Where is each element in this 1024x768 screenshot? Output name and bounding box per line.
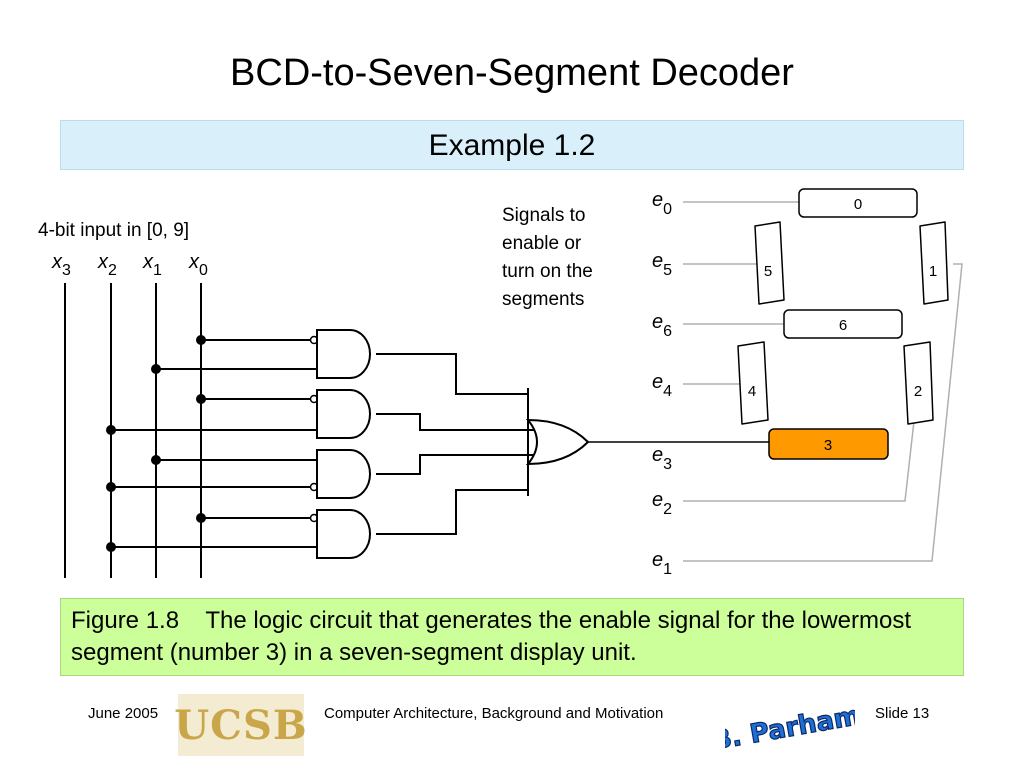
svg-text:2: 2 (914, 383, 922, 400)
figure-number: Figure 1.8 (71, 607, 180, 634)
input-x3-label: x3 (51, 251, 71, 279)
svg-text:4: 4 (748, 383, 756, 400)
enable-e3-label: e3 (652, 444, 672, 473)
and-gate-3 (316, 449, 371, 499)
and-gate-4 (316, 509, 371, 559)
author-logo: B. Parhami (725, 699, 855, 757)
enable-e6-label: e6 (652, 311, 672, 340)
input-x0-label: x0 (188, 251, 208, 279)
svg-text:B. Parhami: B. Parhami (725, 699, 855, 756)
enable-wires (683, 201, 963, 562)
footer-slide-number: Slide 13 (875, 705, 930, 722)
and-gates (316, 329, 371, 559)
input-label: 4-bit input in [0, 9] (38, 220, 189, 241)
footer-course: Computer Architecture, Background and Mo… (324, 705, 664, 722)
and-gate-2 (316, 389, 371, 439)
junction-dots (106, 335, 206, 552)
svg-text:0: 0 (854, 196, 862, 213)
or-gate (525, 418, 590, 466)
segment-6: 6 (783, 309, 903, 339)
footer-date: June 2005 (88, 705, 159, 722)
figure-text: The logic circuit that generates the ena… (71, 607, 912, 666)
and-gate-1 (316, 329, 371, 379)
svg-text:3: 3 (824, 437, 832, 454)
svg-text:1: 1 (929, 263, 937, 280)
input-x2-label: x2 (97, 251, 117, 279)
logic-circuit-diagram: 4-bit input in [0, 9] x3 x2 x1 x0 (38, 188, 963, 578)
seven-segment-display: 0 5 1 6 4 2 3 (737, 188, 949, 460)
ucsb-logo: UCSB (174, 694, 307, 756)
signals-note: Signals to enable or turn on the segment… (502, 205, 598, 310)
input-x1-label: x1 (142, 251, 162, 279)
segment-1: 1 (919, 221, 949, 305)
example-banner: Example 1.2 (60, 120, 964, 170)
enable-e5-label: e5 (652, 250, 672, 279)
enable-e0-label: e0 (652, 189, 672, 218)
segment-5: 5 (754, 221, 785, 305)
enable-e4-label: e4 (652, 371, 672, 400)
figure-caption: Figure 1.8 The logic circuit that genera… (60, 598, 964, 676)
svg-text:6: 6 (839, 317, 847, 334)
segment-3-highlighted: 3 (768, 428, 889, 460)
slide-title: BCD-to-Seven-Segment Decoder (230, 52, 794, 94)
enable-e1-label: e1 (652, 549, 672, 578)
gate-input-wires (111, 339, 317, 548)
svg-text:5: 5 (764, 263, 772, 280)
segment-4: 4 (737, 341, 769, 425)
segment-0: 0 (798, 188, 918, 218)
and-to-or-wires (376, 353, 535, 535)
segment-2: 2 (903, 341, 934, 425)
enable-e2-label: e2 (652, 489, 672, 518)
